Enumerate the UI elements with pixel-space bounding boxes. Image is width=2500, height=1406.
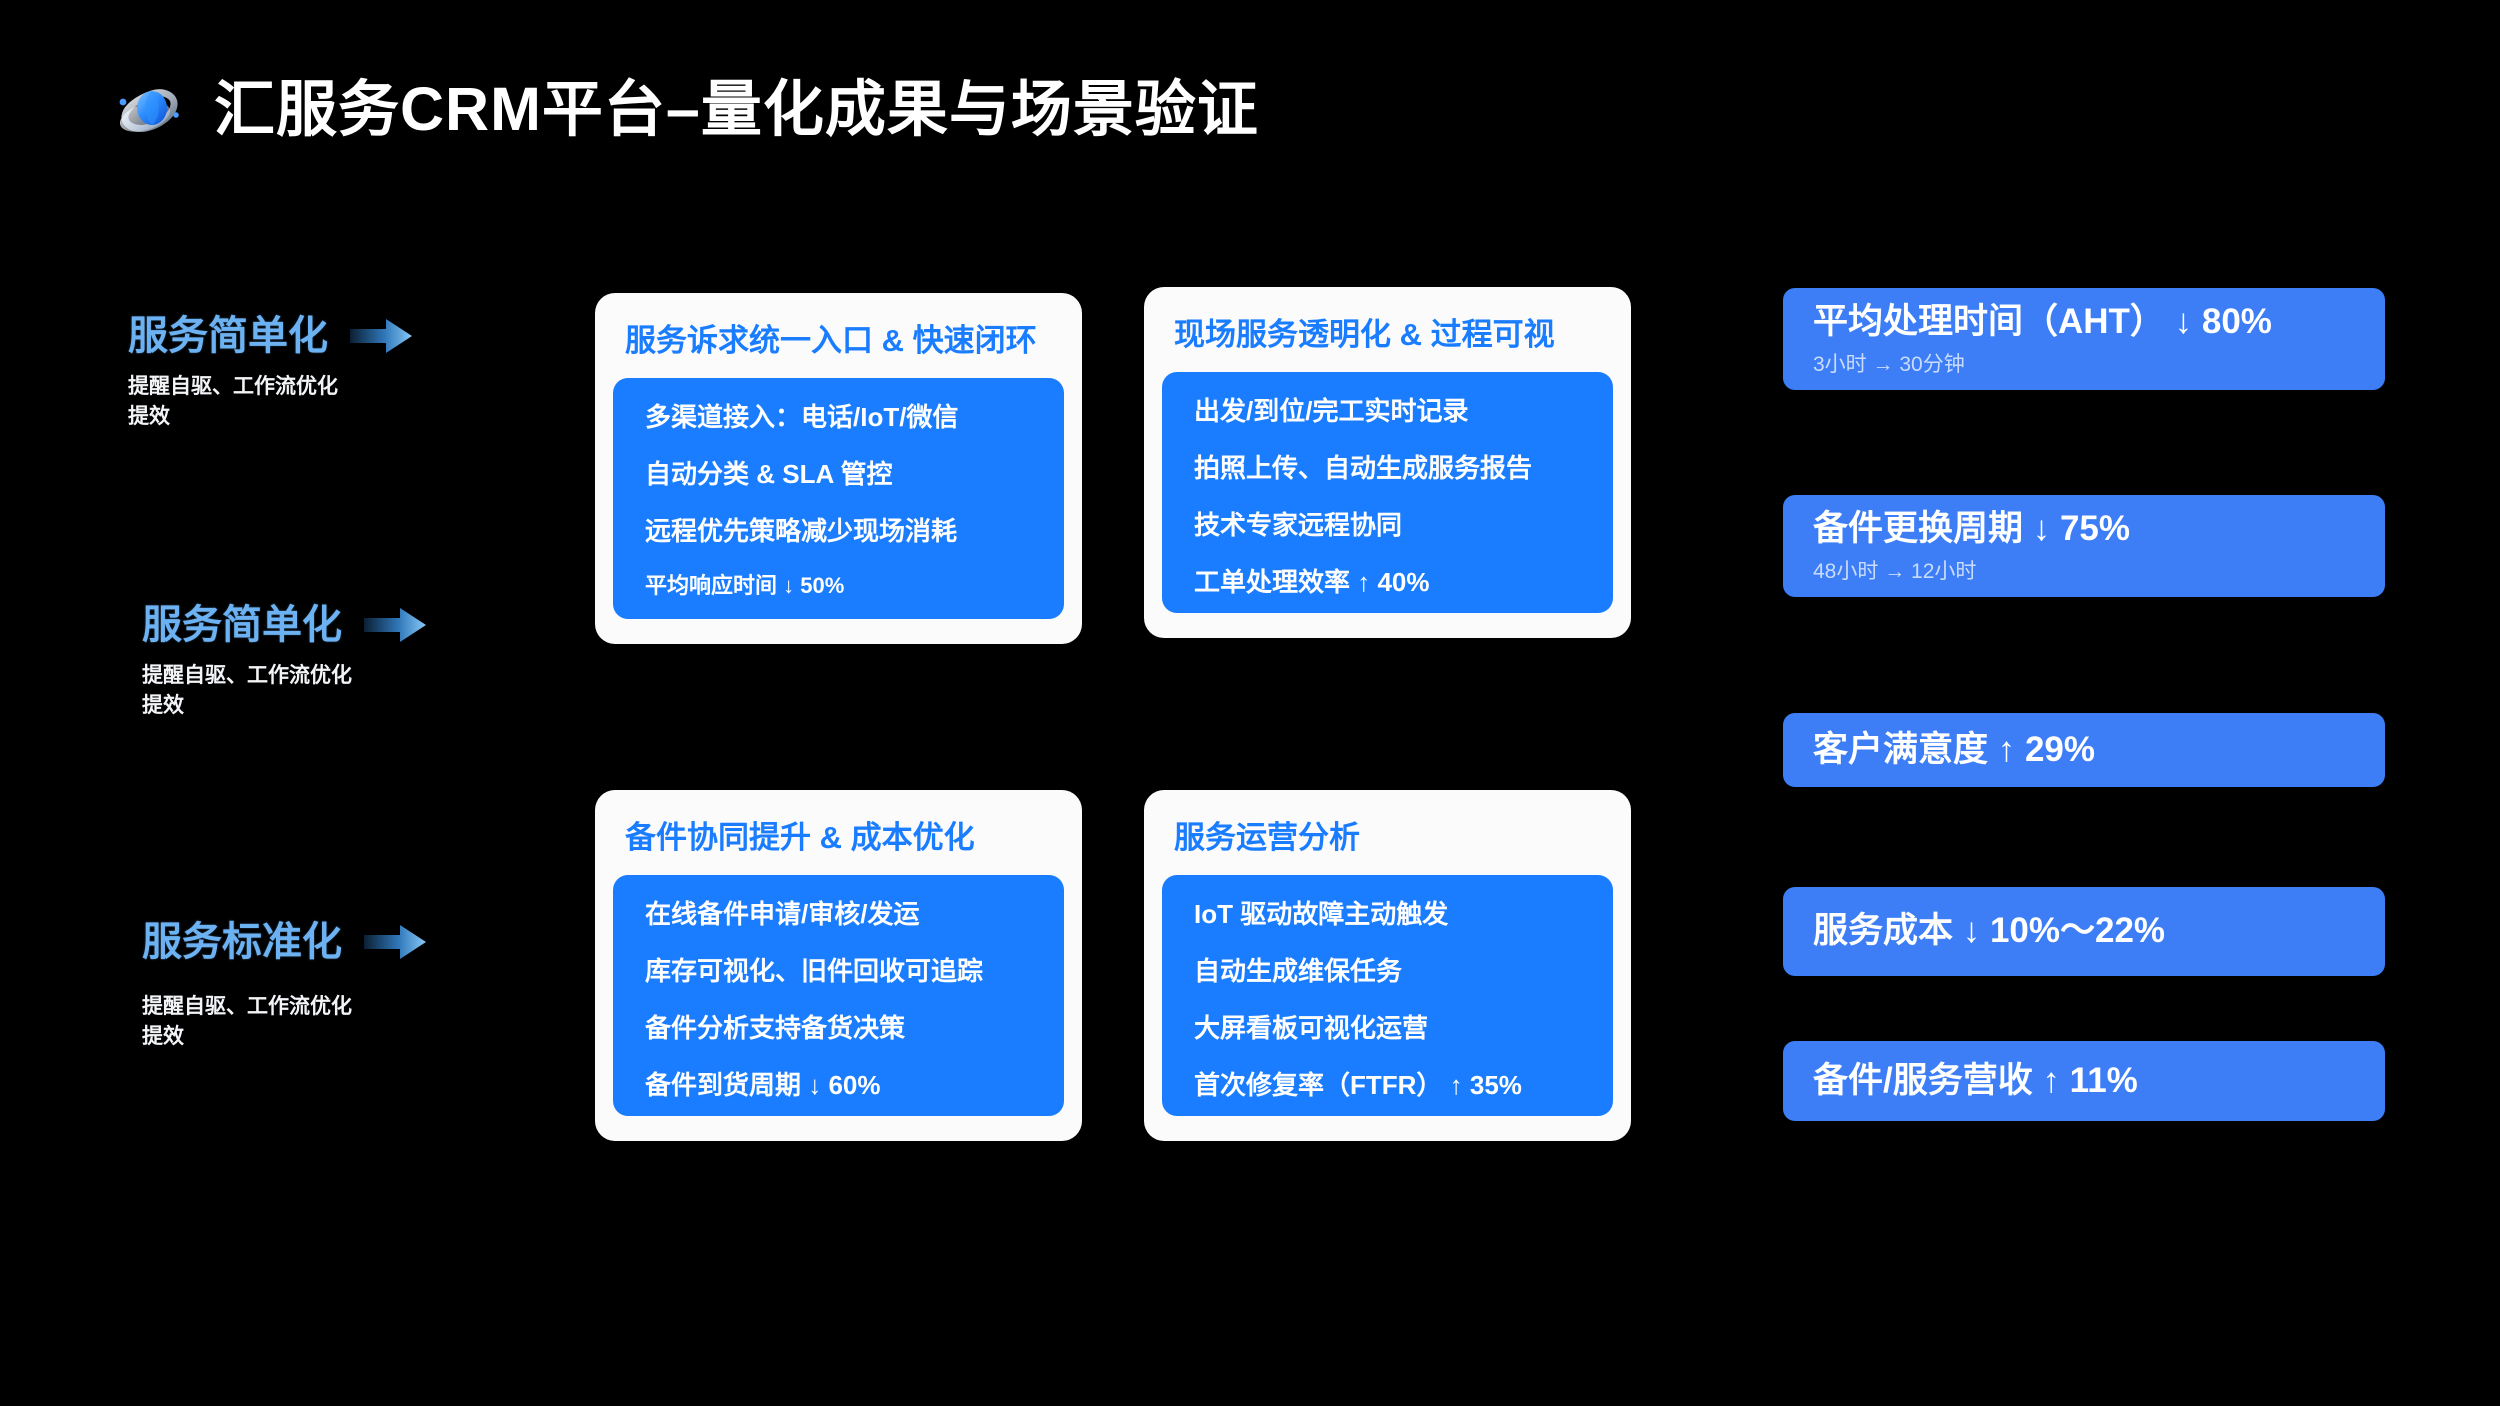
card-bullet: 备件分析支持备货决策: [645, 1013, 906, 1043]
pillar-subtitle: 提醒自驱、工作流优化提效: [142, 995, 352, 1048]
feature-card-4[interactable]: 服务运营分析 IoT 驱动故障主动触发 自动生成维保任务 大屏看板可视化运营 首…: [1144, 790, 1631, 1141]
card-panel: 多渠道接入：电话/IoT/微信 自动分类 & SLA 管控 远程优先策略减少现场…: [613, 378, 1064, 619]
pillar-title: 服务简单化: [128, 314, 328, 358]
card-panel: 在线备件申请/审核/发运 库存可视化、旧件回收可追踪 备件分析支持备货决策 备件…: [613, 875, 1064, 1116]
card-bullet: IoT 驱动故障主动触发: [1194, 899, 1449, 929]
pillar-header: 服务简单化: [128, 316, 412, 356]
kpi-label: 备件更换周期 ↓ 75%: [1813, 508, 2131, 548]
card-panel: 出发/到位/完工实时记录 拍照上传、自动生成服务报告 技术专家远程协同 工单处理…: [1162, 372, 1613, 613]
card-metric: 首次修复率（FTFR） ↑ 35%: [1194, 1070, 1522, 1100]
kpi-card-5[interactable]: 备件/服务营收 ↑ 11%: [1783, 1041, 2385, 1121]
card-bullet: 在线备件申请/审核/发运: [645, 899, 920, 929]
feature-card-3[interactable]: 备件协同提升 & 成本优化 在线备件申请/审核/发运 库存可视化、旧件回收可追踪…: [595, 790, 1082, 1141]
kpi-sublabel: 48小时 → 12小时: [1813, 560, 1977, 584]
pillar-header: 服务简单化: [142, 605, 426, 645]
card-metric: 平均响应时间 ↓ 50%: [645, 573, 845, 598]
kpi-card-4[interactable]: 服务成本 ↓ 10%～22%: [1783, 887, 2385, 976]
card-bullet: 库存可视化、旧件回收可追踪: [645, 956, 984, 986]
pillar-subtitle: 提醒自驱、工作流优化提效: [142, 664, 352, 717]
pillar-title: 服务标准化: [142, 920, 342, 964]
pillar-title: 服务简单化: [142, 603, 342, 647]
pillar-subtitle: 提醒自驱、工作流优化提效: [128, 375, 338, 428]
kpi-label: 平均处理时间（AHT） ↓ 80%: [1813, 301, 2272, 341]
arrow-right-icon: [364, 925, 426, 959]
card-metric: 工单处理效率 ↑ 40%: [1194, 567, 1430, 597]
pillar-column: 服务简单化 提醒自驱、工作流优化提效 服务简单化: [0, 0, 560, 1406]
arrow-right-icon: [350, 319, 412, 353]
pillar-item-3[interactable]: 服务标准化 提醒自驱、工作流优化提效: [142, 922, 426, 1052]
card-bullet: 出发/到位/完工实时记录: [1194, 396, 1469, 426]
arrow-right-icon: [364, 608, 426, 642]
card-bullet: 自动生成维保任务: [1194, 956, 1403, 986]
card-bullet: 远程优先策略减少现场消耗: [645, 516, 958, 546]
card-bullet: 多渠道接入：电话/IoT/微信: [645, 402, 959, 432]
kpi-card-2[interactable]: 备件更换周期 ↓ 75% 48小时 → 12小时: [1783, 495, 2385, 597]
kpi-sublabel: 3小时 → 30分钟: [1813, 353, 1965, 377]
card-panel: IoT 驱动故障主动触发 自动生成维保任务 大屏看板可视化运营 首次修复率（FT…: [1162, 875, 1613, 1116]
pillar-item-1[interactable]: 服务简单化 提醒自驱、工作流优化提效: [128, 316, 412, 432]
pillar-item-2[interactable]: 服务简单化 提醒自驱、工作流优化提效: [142, 605, 426, 721]
card-bullet: 技术专家远程协同: [1194, 510, 1403, 540]
kpi-card-1[interactable]: 平均处理时间（AHT） ↓ 80% 3小时 → 30分钟: [1783, 288, 2385, 390]
card-metric: 备件到货周期 ↓ 60%: [645, 1070, 881, 1100]
kpi-card-3[interactable]: 客户满意度 ↑ 29%: [1783, 713, 2385, 787]
kpi-label: 服务成本 ↓ 10%～22%: [1813, 911, 2166, 951]
card-bullet: 自动分类 & SLA 管控: [645, 459, 893, 489]
card-title: 现场服务透明化 & 过程可视: [1174, 317, 1555, 352]
planet-ring-logo-icon: [112, 72, 186, 146]
card-title: 服务运营分析: [1174, 820, 1360, 855]
pillar-header: 服务标准化: [142, 922, 426, 962]
feature-card-1[interactable]: 服务诉求统一入口 & 快速闭环 多渠道接入：电话/IoT/微信 自动分类 & S…: [595, 293, 1082, 644]
card-title: 服务诉求统一入口 & 快速闭环: [625, 323, 1037, 358]
card-bullet: 拍照上传、自动生成服务报告: [1194, 453, 1533, 483]
feature-card-2[interactable]: 现场服务透明化 & 过程可视 出发/到位/完工实时记录 拍照上传、自动生成服务报…: [1144, 287, 1631, 638]
kpi-label: 备件/服务营收 ↑ 11%: [1813, 1060, 2138, 1100]
card-title: 备件协同提升 & 成本优化: [625, 820, 975, 855]
kpi-label: 客户满意度 ↑ 29%: [1813, 729, 2095, 769]
slide-header: 汇服务CRM平台–量化成果与场景验证: [112, 72, 1259, 146]
card-bullet: 大屏看板可视化运营: [1194, 1013, 1429, 1043]
page-title: 汇服务CRM平台–量化成果与场景验证: [214, 74, 1259, 143]
